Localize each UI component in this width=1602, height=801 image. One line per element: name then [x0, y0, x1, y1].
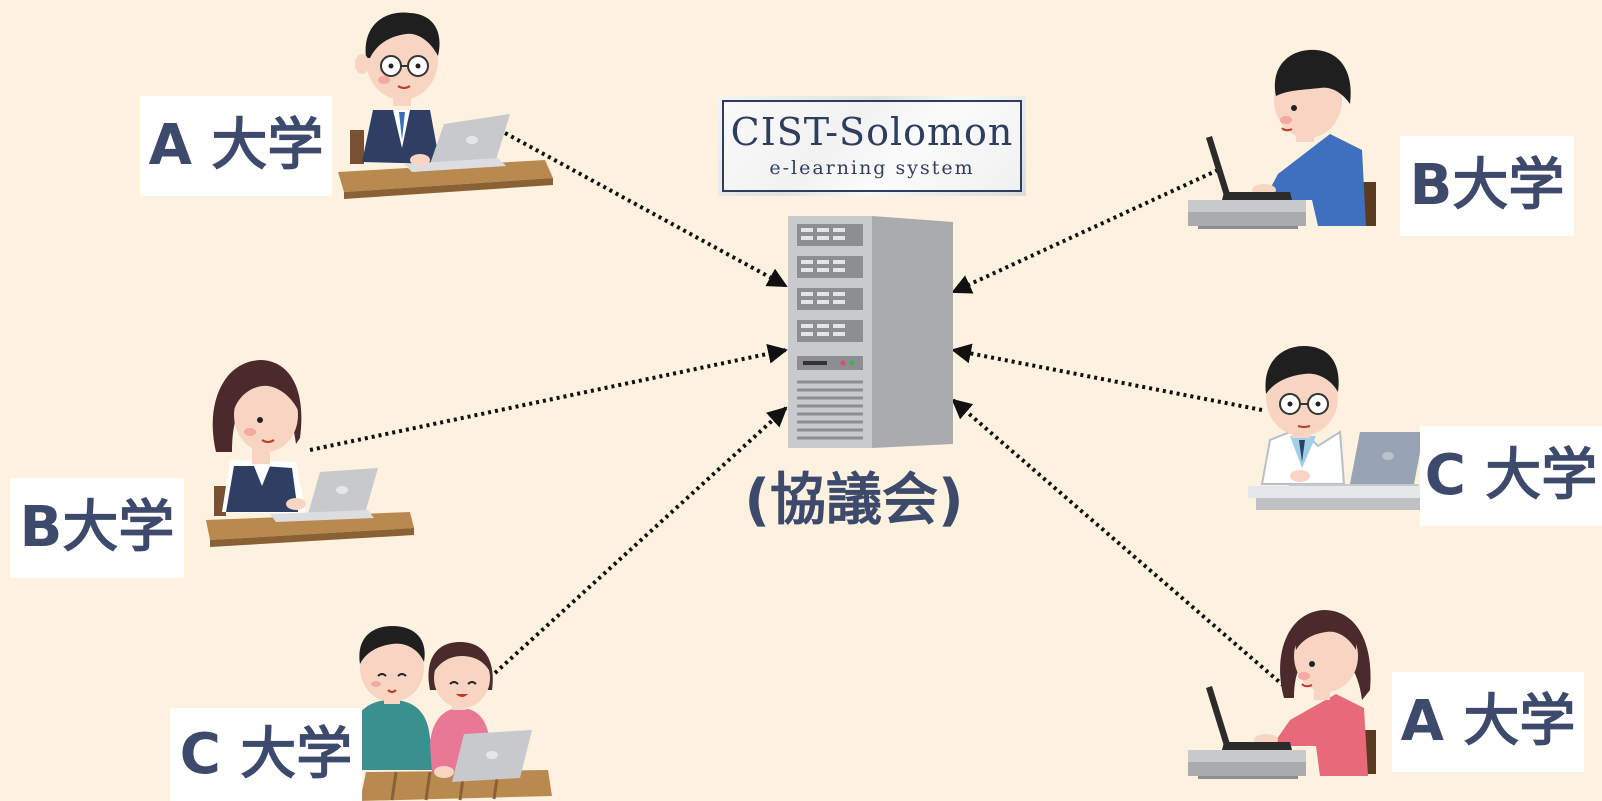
scientist-labcoat-laptop-icon [1248, 346, 1424, 510]
university-label-c-right: C 大学 [1420, 426, 1602, 526]
boy-blue-shirt-laptop-icon [1188, 49, 1376, 229]
server-label: (協議会) [744, 467, 964, 533]
connector-a-left [504, 131, 788, 288]
two-children-laptop-icon [352, 626, 552, 801]
university-label-b-right: B大学 [1400, 136, 1574, 236]
university-label-a-left: A 大学 [140, 96, 332, 196]
woman-pink-shirt-laptop-icon [1188, 610, 1376, 779]
woman-vest-laptop-icon [206, 360, 414, 547]
connector-c-right [951, 343, 1263, 412]
university-label-b-left: B大学 [10, 478, 184, 578]
university-label-a-right: A 大学 [1392, 672, 1584, 772]
logo-subtitle: e-learning system [769, 156, 975, 179]
logo-title: CIST-Solomon [730, 110, 1014, 155]
cist-solomon-logo: CIST-Solomon e-learning system [718, 96, 1026, 196]
server-icon [788, 216, 953, 448]
man-with-glasses-suit-laptop-icon [338, 12, 553, 199]
university-label-c-left: C 大学 [170, 708, 362, 801]
connector-b-left [309, 343, 788, 452]
connector-a-right [951, 398, 1286, 688]
connectors [309, 131, 1286, 688]
connector-c-left [493, 406, 788, 675]
